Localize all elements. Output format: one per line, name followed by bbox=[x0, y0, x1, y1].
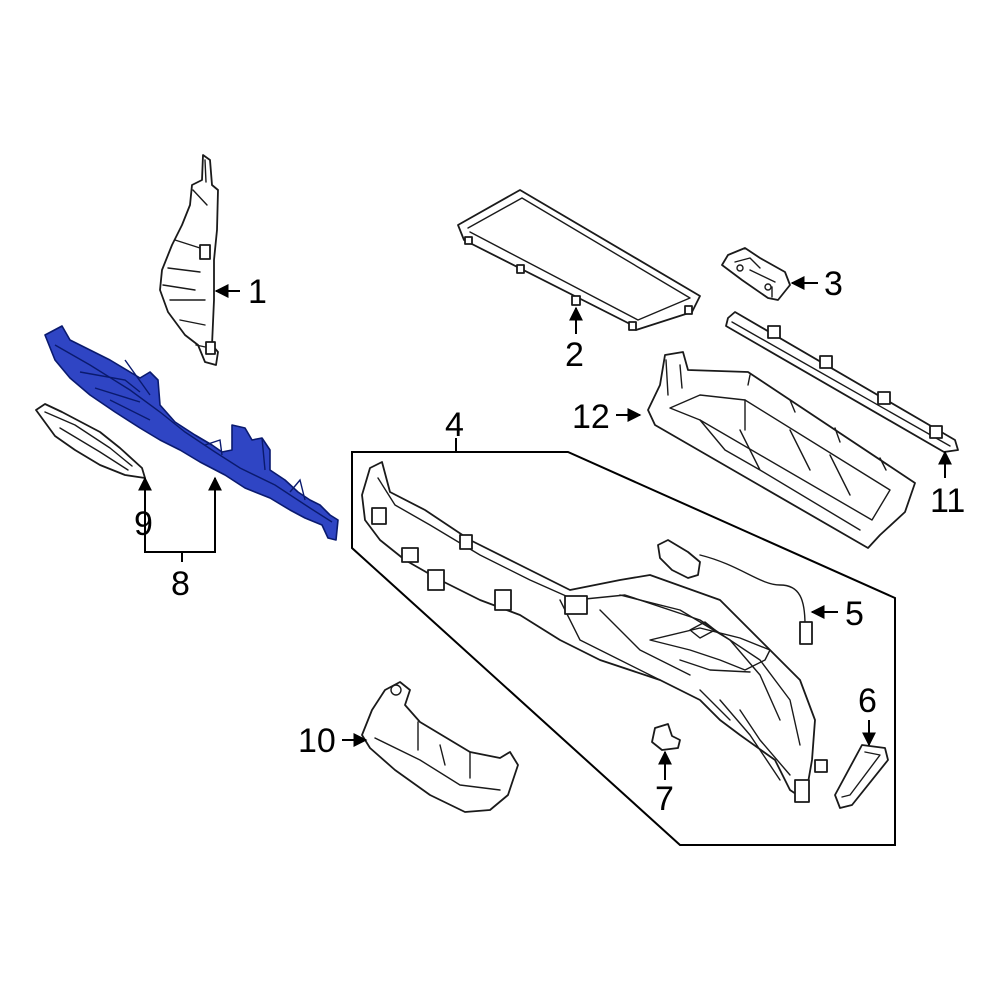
part-1-side-bracket[interactable] bbox=[159, 154, 219, 366]
part-6-trim-strip[interactable] bbox=[834, 744, 889, 809]
callout-6: 6 bbox=[858, 682, 877, 720]
part-9-trim-panel[interactable] bbox=[35, 403, 146, 479]
assembly-group-outline bbox=[351, 451, 896, 846]
callout-8: 8 bbox=[171, 565, 190, 603]
part-2-door-panel[interactable] bbox=[457, 189, 701, 331]
part-10-lower-cover[interactable] bbox=[361, 681, 519, 813]
callout-9: 9 bbox=[134, 505, 153, 543]
part-4-instrument-panel-frame[interactable] bbox=[361, 461, 828, 803]
callout-1: 1 bbox=[248, 273, 267, 311]
part-11-rail[interactable] bbox=[725, 311, 959, 453]
callout-12: 12 bbox=[572, 398, 610, 436]
callout-11: 11 bbox=[930, 482, 965, 520]
leader-lines bbox=[138, 276, 952, 780]
part-7-clip[interactable] bbox=[651, 723, 681, 751]
callout-7: 7 bbox=[655, 780, 674, 818]
callout-4: 4 bbox=[445, 406, 464, 444]
callout-10: 10 bbox=[298, 722, 336, 760]
part-3-latch-bracket[interactable] bbox=[721, 247, 791, 301]
part-5-cable[interactable] bbox=[657, 539, 813, 645]
part-8-reinforcement-highlighted[interactable] bbox=[44, 325, 339, 541]
callout-3: 3 bbox=[824, 265, 843, 303]
callout-2: 2 bbox=[565, 336, 584, 374]
callout-5: 5 bbox=[845, 595, 864, 633]
part-12-glove-box-bin[interactable] bbox=[647, 351, 916, 549]
